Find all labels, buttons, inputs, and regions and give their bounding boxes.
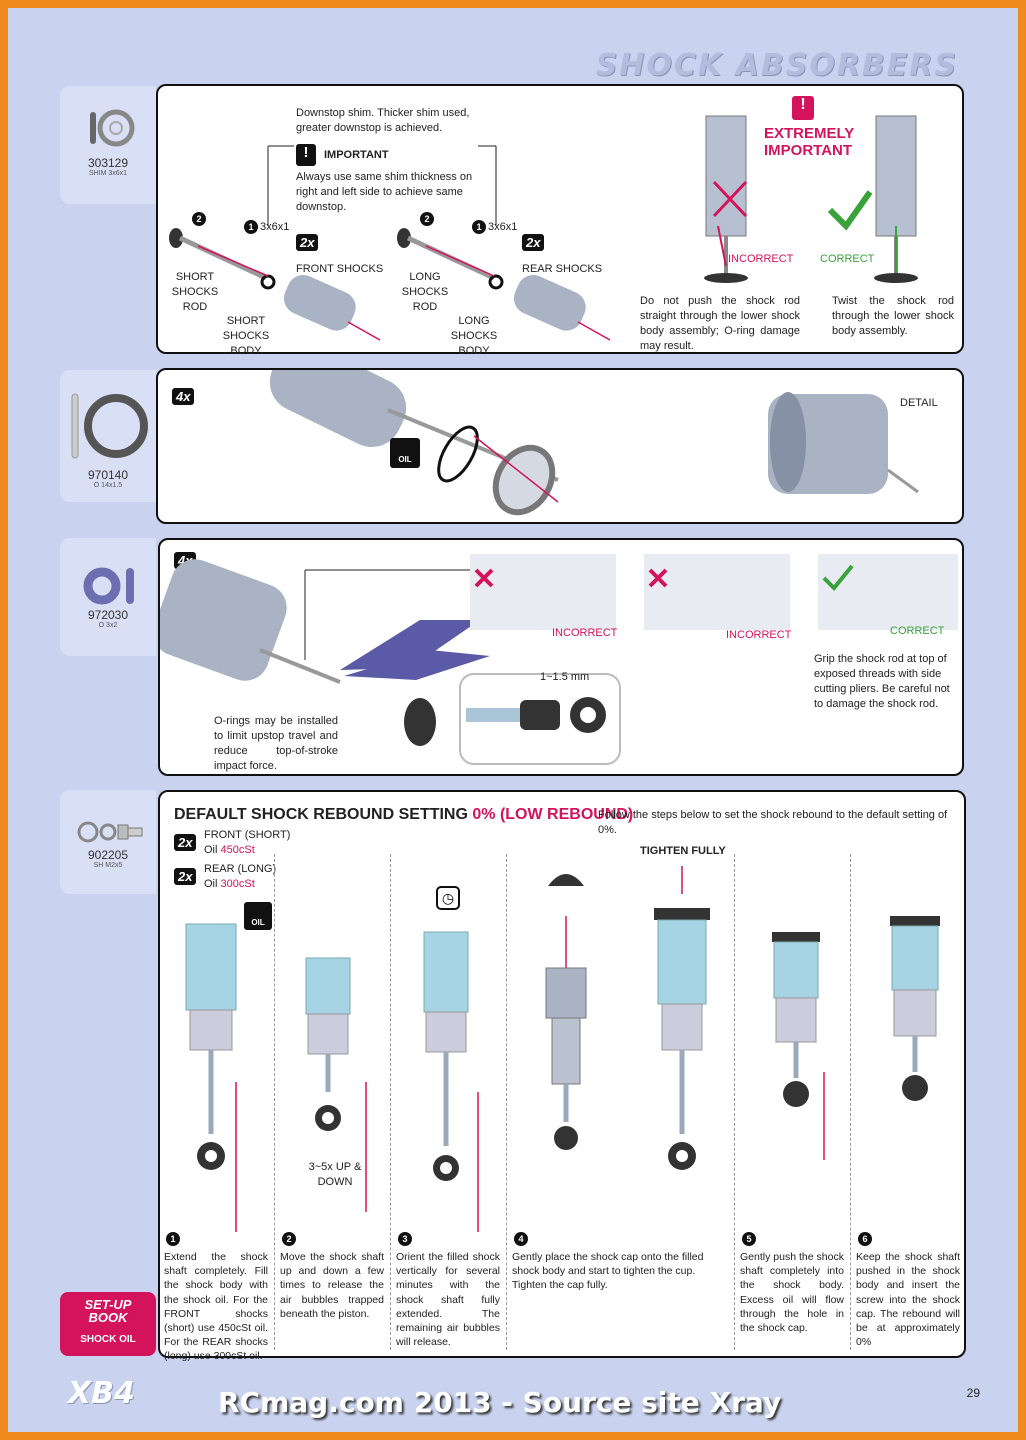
incorrect-label: INCORRECT	[552, 627, 618, 639]
warning-icon: !	[296, 144, 316, 166]
step-text: Gently push the shock shaft completely i…	[740, 1251, 844, 1334]
step-number: 6	[858, 1232, 872, 1246]
qty-badge: 2x	[296, 234, 319, 251]
qty-badge: 2x	[522, 234, 545, 251]
extremely-important: EXTREMELY IMPORTANT	[764, 125, 855, 159]
correct-label: CORRECT	[820, 253, 875, 265]
part-tab-screw: 902205 SH M2x5	[60, 790, 156, 894]
part-number: 902205	[87, 848, 129, 862]
tighten-label: TIGHTEN FULLY	[640, 845, 726, 857]
shim-note: Downstop shim. Thicker shim used, greate…	[296, 107, 470, 134]
timer-icon: ◷	[436, 886, 460, 910]
screw-icon	[77, 821, 143, 843]
part-desc: SH M2x5	[93, 862, 123, 869]
step-number: 2	[282, 1232, 296, 1246]
panel-oring-install: 4x OIL DETAIL	[156, 368, 964, 524]
grip-note: Grip the shock rod at top of exposed thr…	[814, 653, 950, 710]
part-desc: SHIM 3x6x1	[88, 170, 128, 177]
step-text: Orient the filled shock vertically for s…	[396, 1251, 500, 1349]
rebound-instructions: Follow the steps below to set the shock …	[598, 809, 948, 836]
step-text: Keep the shock shaft pushed in the shock…	[856, 1251, 960, 1349]
part-desc: O 14x1.5	[93, 482, 123, 489]
oil-icon: OIL	[390, 438, 420, 468]
shock-parts-illustration	[169, 115, 918, 341]
callout-1: 1	[472, 220, 486, 234]
oil-icon: OIL	[244, 902, 272, 930]
updown-label: 3~5x UP & DOWN	[308, 1161, 362, 1188]
shim-label: 3x6x1	[260, 221, 290, 233]
part-number: 972030	[87, 608, 129, 622]
callout-2: 2	[192, 212, 206, 226]
part-tab-shim: 303129 SHIM 3x6x1	[60, 86, 156, 204]
setup-line3: SHOCK OIL	[80, 1334, 136, 1345]
correct-label: CORRECT	[890, 625, 945, 637]
part-tab-oring-large: 970140 O 14x1.5	[60, 370, 156, 502]
short-body-label: SHORT SHOCKS BODY	[222, 315, 270, 357]
short-rod-label: SHORT SHOCKS ROD	[171, 271, 219, 313]
incorrect-note: Do not push the shock rod straight throu…	[640, 295, 800, 352]
page-number: 29	[966, 1386, 980, 1400]
panel-shock-assembly: Downstop shim. Thicker shim used, greate…	[156, 84, 964, 357]
step-number: 4	[514, 1232, 528, 1246]
correct-note: Twist the shock rod through the lower sh…	[832, 295, 954, 337]
shim-icon	[90, 109, 135, 147]
oring-icon	[71, 393, 148, 459]
part-desc: O 3x2	[98, 622, 118, 629]
important-note: Always use same shim thickness on right …	[296, 171, 473, 213]
step-number: 1	[166, 1232, 180, 1246]
callout-2: 2	[420, 212, 434, 226]
panel-rod-end: 4x INCORRECT INCORRECT CORRECT Grip the …	[158, 538, 964, 776]
setup-line1: SET-UP	[84, 1297, 132, 1312]
gap-label: 1~1.5 mm	[540, 671, 590, 683]
long-body-label: LONG SHOCKS BODY	[450, 315, 498, 357]
step-text: Extend the shock shaft completely. Fill …	[164, 1251, 268, 1363]
front-oil-spec: FRONT (SHORT)Oil 450cSt	[204, 829, 291, 856]
panel-rebound-setting: DEFAULT SHOCK REBOUND SETTING 0% (LOW RE…	[158, 790, 966, 1362]
qty-badge: 2x	[174, 834, 197, 851]
setup-book-badge: SET-UP BOOK SHOCK OIL	[60, 1292, 156, 1356]
manual-page: SHOCK ABSORBERS 303129 SHIM 3x6x1 970140…	[8, 8, 1018, 1432]
rear-oil-spec: REAR (LONG)Oil 300cSt	[204, 863, 277, 890]
footer-credit: RCmag.com 2013 - Source site Xray	[218, 1386, 782, 1419]
part-number: 303129	[87, 156, 129, 170]
qty-badge: 4x	[172, 388, 195, 405]
setup-line2: BOOK	[88, 1310, 128, 1325]
rod-end-illustration	[160, 554, 958, 765]
step-text: Gently place the shock cap onto the fill…	[512, 1251, 704, 1292]
oring-install-illustration	[269, 370, 919, 516]
callout-1: 1	[244, 220, 258, 234]
warning-icon: !	[792, 96, 814, 120]
step-number: 5	[742, 1232, 756, 1246]
long-rod-label: LONG SHOCKS ROD	[401, 271, 449, 313]
part-number: 970140	[87, 468, 129, 482]
step-text: Move the shock shaft up and down a few t…	[280, 1251, 384, 1320]
section-title: SHOCK ABSORBERS	[595, 48, 958, 83]
xb4-logo: XB4	[68, 1376, 135, 1411]
detail-label: DETAIL	[900, 397, 938, 409]
rear-shocks-label: REAR SHOCKS	[522, 263, 603, 275]
incorrect-label: INCORRECT	[728, 253, 794, 265]
rebound-title: DEFAULT SHOCK REBOUND SETTING 0% (LOW RE…	[174, 806, 634, 823]
qty-badge: 2x	[174, 868, 197, 885]
front-shocks-label: FRONT SHOCKS	[296, 263, 384, 275]
oring-note: O-rings may be installed to limit upstop…	[214, 715, 338, 772]
part-tab-oring-small: 972030 O 3x2	[60, 538, 156, 656]
small-oring-icon	[83, 567, 134, 605]
rebound-steps-illustration	[185, 866, 940, 1232]
important-heading: IMPORTANT	[324, 149, 389, 161]
step-number: 3	[398, 1232, 412, 1246]
shim-label: 3x6x1	[488, 221, 518, 233]
incorrect-label: INCORRECT	[726, 629, 792, 641]
